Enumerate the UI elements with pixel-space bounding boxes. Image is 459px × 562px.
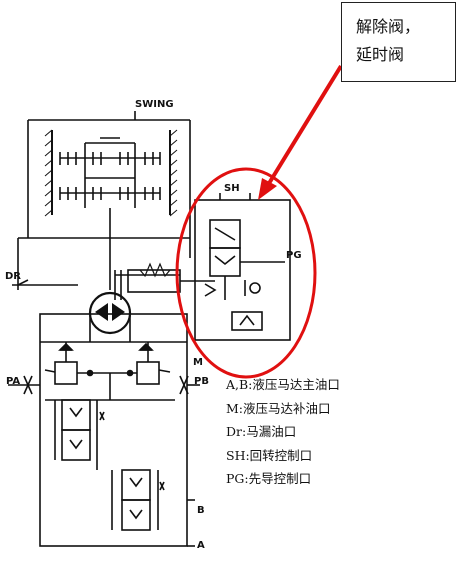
callout-line-1: 解除阀， (356, 17, 421, 36)
label-pb: PB (194, 376, 209, 387)
label-sh: SH (224, 183, 240, 194)
motor-frame (8, 237, 215, 547)
callout-line-2: 延时阀 (356, 45, 405, 64)
highlight-arrow-head (258, 178, 277, 200)
highlight-ellipse (175, 167, 317, 379)
label-pg: PG (286, 250, 302, 261)
swing-brake-housing (27, 111, 191, 290)
highlight-arrow-shaft (266, 64, 343, 187)
port-legend: A,B:液压马达主油口 M:液压马达补油口 Dr:马漏油口 SH:回转控制口 P… (226, 373, 340, 491)
label-m: M (193, 357, 203, 368)
label-pa: PA (6, 376, 21, 387)
legend-item: Dr:马漏油口 (226, 424, 297, 439)
legend-item: PG:先导控制口 (226, 471, 312, 486)
legend-item: A,B:液压马达主油口 (226, 377, 340, 392)
legend-item: SH:回转控制口 (226, 447, 313, 463)
release-valve-block (194, 193, 291, 341)
callout-box: 解除阀， 延时阀 (341, 2, 456, 82)
label-dr: DR (5, 271, 22, 282)
label-a: A (197, 540, 205, 551)
label-b: B (197, 505, 205, 516)
label-swing: SWING (135, 99, 174, 110)
legend-item: M:液压马达补油口 (226, 400, 331, 416)
